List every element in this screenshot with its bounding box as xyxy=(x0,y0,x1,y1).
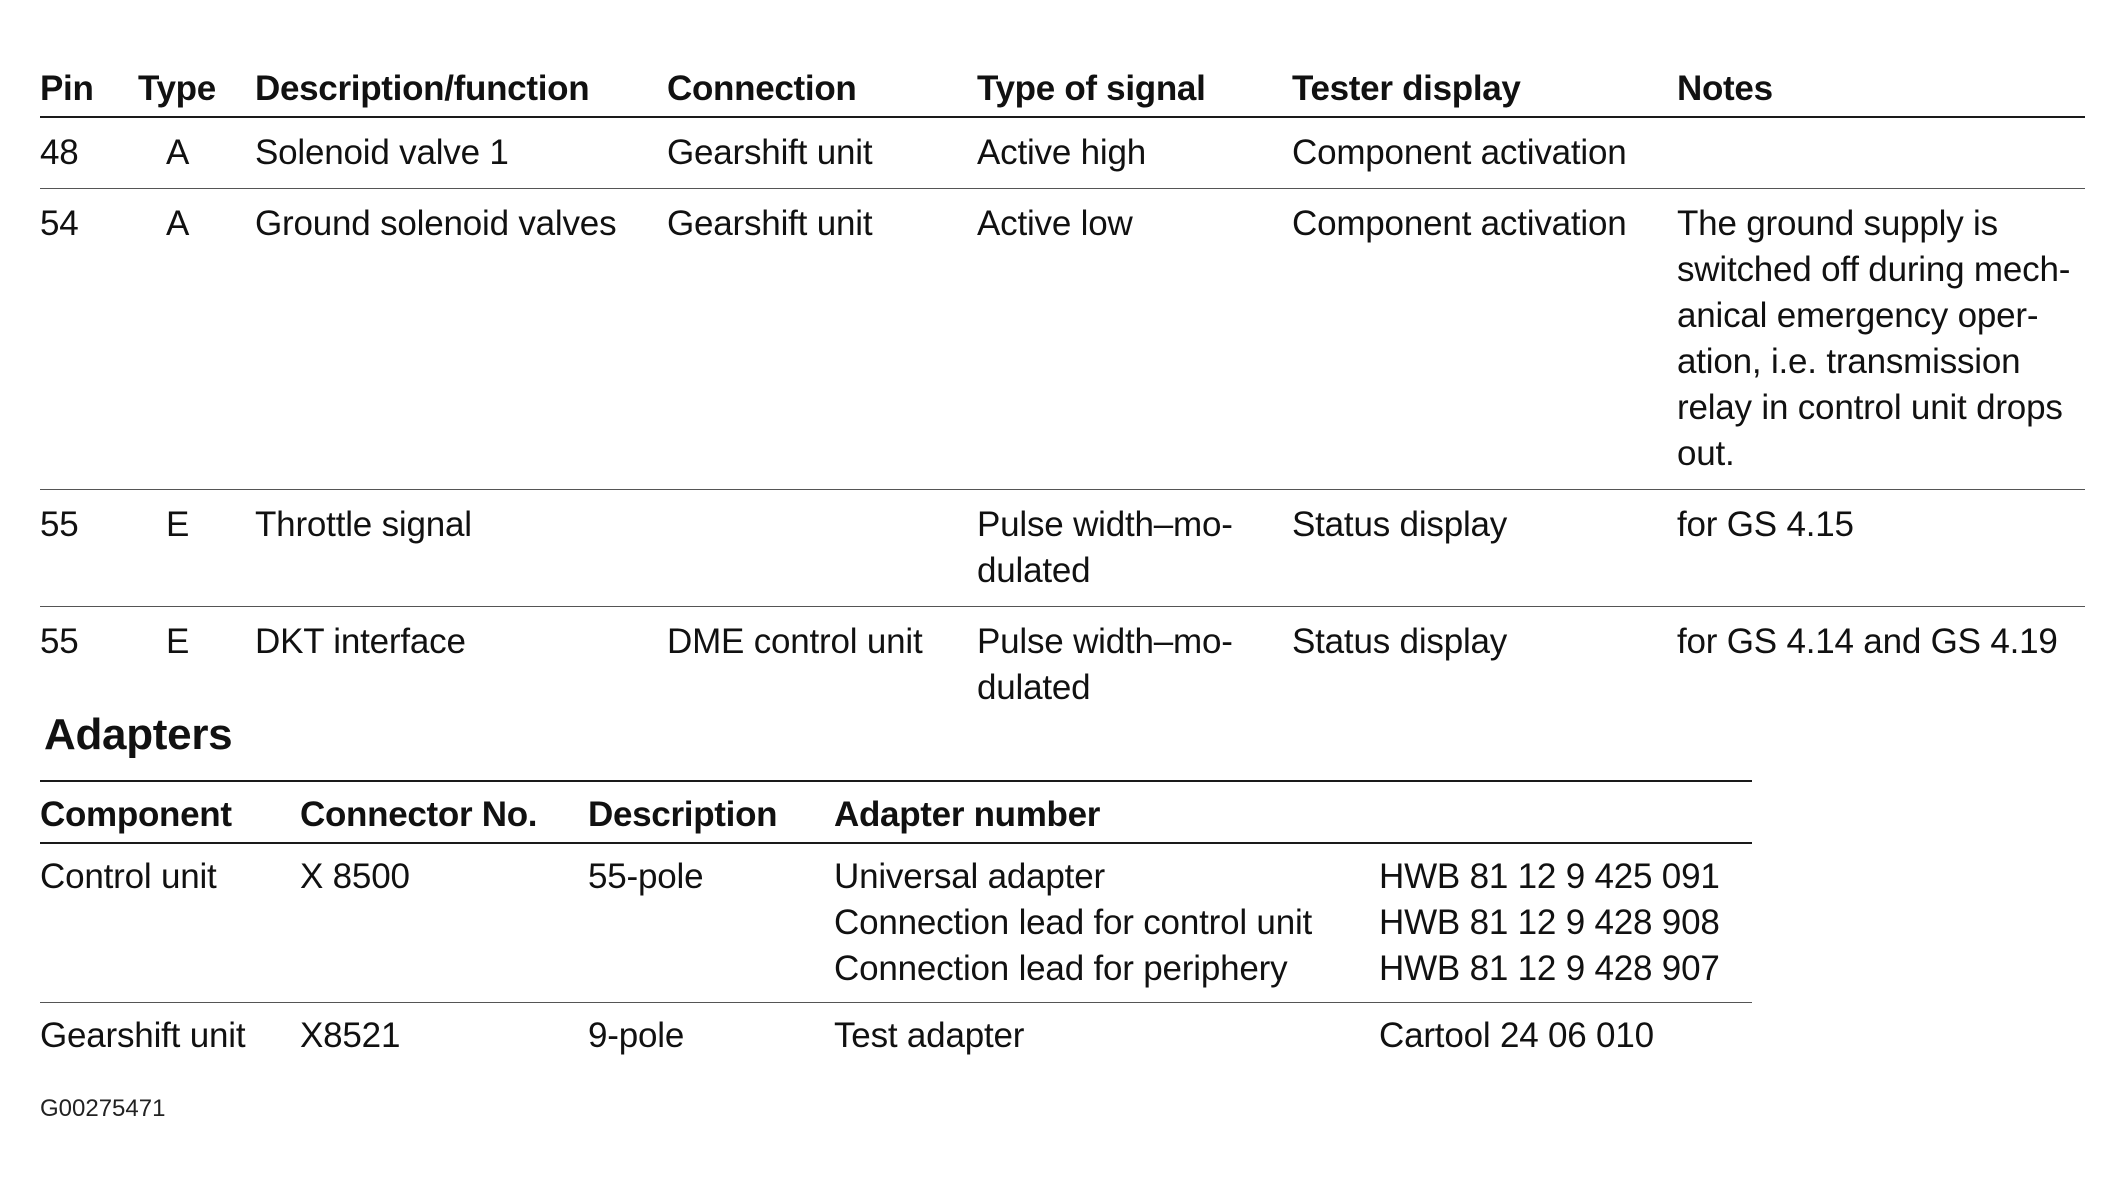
cell-pin: 55 xyxy=(40,505,79,544)
header-description: Description/function xyxy=(255,69,590,108)
cell-description: Solenoid valve 1 xyxy=(255,133,509,172)
adapters-table: Component Connector No. Description Adap… xyxy=(40,780,1752,1069)
cell-component: Gearshift unit xyxy=(40,1016,246,1055)
cell-signal: Active high xyxy=(977,133,1147,172)
figure-reference-code: G00275471 xyxy=(40,1095,166,1122)
cell-type: E xyxy=(166,622,190,661)
cell-pin: 55 xyxy=(40,622,79,661)
cell-connection xyxy=(667,490,977,607)
cell-adapter-names: Test adapter xyxy=(834,1003,1379,1070)
adapter-name: Connection lead for periphery xyxy=(834,949,1288,988)
cell-adapter-description: 55-pole xyxy=(588,857,704,896)
cell-adapter-numbers: HWB 81 12 9 425 091 HWB 81 12 9 428 908 … xyxy=(1379,843,1752,1003)
cell-tester: Component activation xyxy=(1292,204,1627,243)
table-row: 55 E Throttle signal Pulse width–mo-dula… xyxy=(40,490,2085,607)
adapter-name: Test adapter xyxy=(834,1016,1025,1055)
cell-notes: for GS 4.14 and GS 4.19 xyxy=(1677,622,2058,661)
adapter-number: HWB 81 12 9 428 908 xyxy=(1379,903,1720,942)
cell-tester: Component activation xyxy=(1292,133,1627,172)
adapter-number: Cartool 24 06 010 xyxy=(1379,1016,1654,1055)
header-connector-no: Connector No. xyxy=(300,795,538,834)
header-adapter-number: Adapter number xyxy=(834,795,1101,834)
cell-tester: Status display xyxy=(1292,622,1508,661)
table-row: 55 E DKT interface DME control unit Puls… xyxy=(40,607,2085,724)
adapter-number: HWB 81 12 9 425 091 xyxy=(1379,857,1720,896)
cell-notes xyxy=(1677,117,2085,189)
cell-description: DKT interface xyxy=(255,622,466,661)
cell-type: E xyxy=(166,505,190,544)
adapter-name: Universal adapter xyxy=(834,857,1105,896)
header-signal-type: Type of signal xyxy=(977,69,1206,108)
cell-description: Ground solenoid valves xyxy=(255,204,617,243)
cell-type: A xyxy=(166,133,190,172)
table-row: Gearshift unit X8521 9-pole Test adapter… xyxy=(40,1003,1752,1070)
cell-connector: X 8500 xyxy=(300,857,410,896)
header-tester-display: Tester display xyxy=(1292,69,1521,108)
cell-tester: Status display xyxy=(1292,505,1508,544)
cell-adapter-numbers: Cartool 24 06 010 xyxy=(1379,1003,1752,1070)
cell-connection: Gearshift unit xyxy=(667,204,873,243)
adapters-header-row: Component Connector No. Description Adap… xyxy=(40,781,1752,843)
cell-pin: 48 xyxy=(40,133,79,172)
header-connection: Connection xyxy=(667,69,857,108)
header-type: Type xyxy=(138,69,216,108)
table-row: 54 A Ground solenoid valves Gearshift un… xyxy=(40,189,2085,490)
cell-connection: Gearshift unit xyxy=(667,133,873,172)
cell-description: Throttle signal xyxy=(255,505,472,544)
adapters-heading: Adapters xyxy=(44,710,233,759)
cell-connection: DME control unit xyxy=(667,622,923,661)
cell-adapter-names: Universal adapter Connection lead for co… xyxy=(834,843,1379,1003)
header-component: Component xyxy=(40,795,232,834)
adapter-number: HWB 81 12 9 428 907 xyxy=(1379,949,1720,988)
table-row: Control unit X 8500 55-pole Universal ad… xyxy=(40,843,1752,1003)
cell-pin: 54 xyxy=(40,204,79,243)
cell-notes: for GS 4.15 xyxy=(1677,505,1854,544)
pin-assignment-table: Pin Type Description/function Connection… xyxy=(40,66,2085,723)
header-notes: Notes xyxy=(1677,69,1773,108)
adapter-name: Connection lead for control unit xyxy=(834,903,1313,942)
cell-connector: X8521 xyxy=(300,1016,401,1055)
cell-type: A xyxy=(166,204,190,243)
cell-component: Control unit xyxy=(40,857,217,896)
header-adapter-description: Description xyxy=(588,795,778,834)
cell-adapter-description: 9-pole xyxy=(588,1016,685,1055)
cell-signal: Active low xyxy=(977,204,1133,243)
cell-signal: Pulse width–mo-dulated xyxy=(977,622,1233,707)
pin-table-header-row: Pin Type Description/function Connection… xyxy=(40,66,2085,117)
table-row: 48 A Solenoid valve 1 Gearshift unit Act… xyxy=(40,117,2085,189)
cell-notes: The ground supply is switched off during… xyxy=(1677,204,2071,473)
header-pin: Pin xyxy=(40,69,94,108)
cell-signal: Pulse width–mo-dulated xyxy=(977,505,1233,590)
